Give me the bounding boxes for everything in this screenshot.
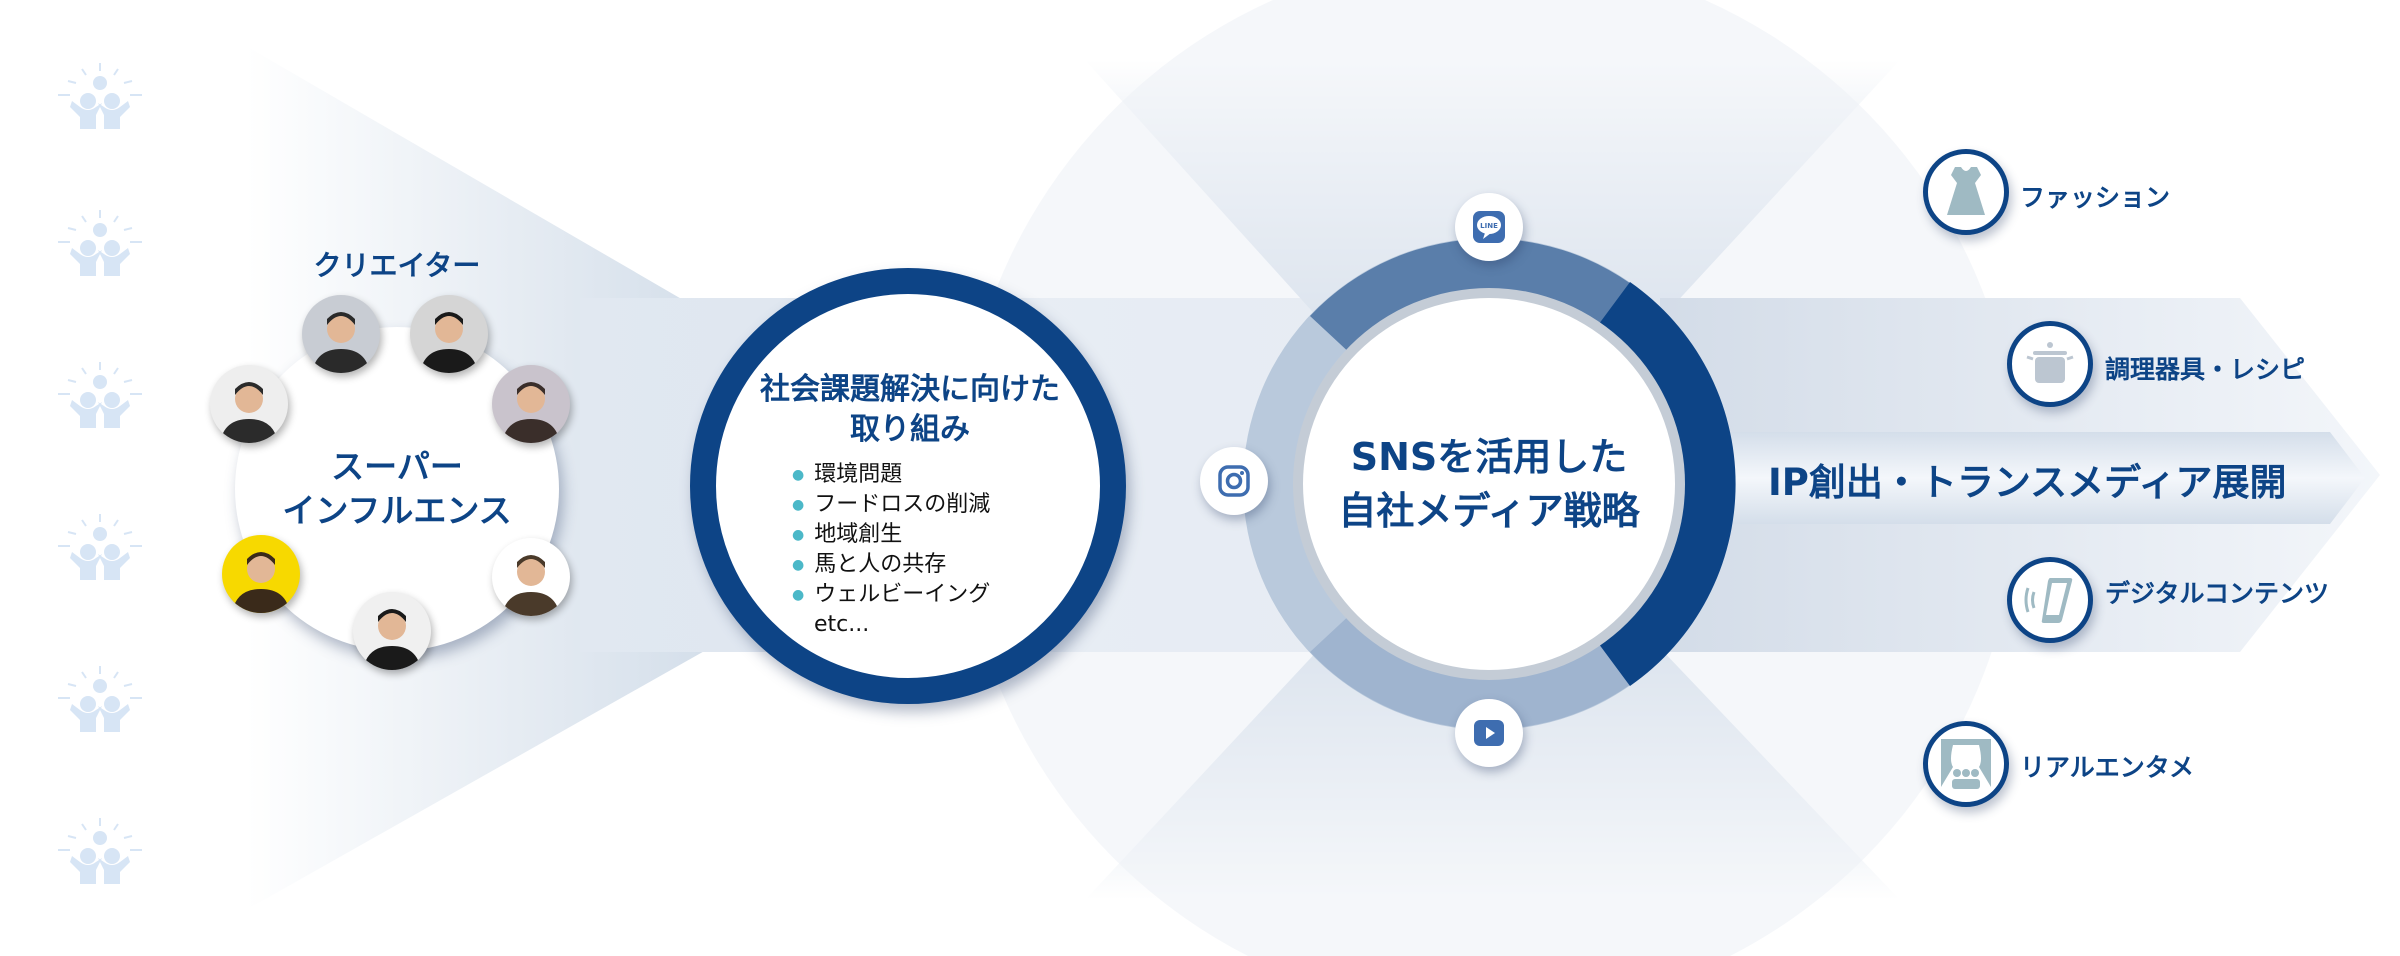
instagram-icon (1218, 465, 1250, 497)
creator-avatar (492, 538, 570, 616)
list-item: ●地域創生 (792, 522, 903, 547)
digital-icon-circle (2007, 557, 2093, 643)
people-cheering-icon (58, 514, 142, 584)
social-issues-title: 社会課題解決に向けた 取り組み (740, 370, 1080, 450)
chevron-inner (1660, 432, 2365, 524)
list-item: ●ウェルビーイング (792, 582, 991, 607)
dress-icon (1947, 167, 1985, 215)
sns-title-line1: SNSを活用した (1350, 435, 1628, 479)
creator-avatar (492, 365, 570, 443)
people-cheering-icon (58, 666, 142, 736)
line-icon: LINE (1473, 211, 1505, 243)
smartphone-icon (2024, 578, 2073, 623)
social-issues-list: ●環境問題 ●フードロスの削減 ●地域創生 ●馬と人の共存 ●ウェルビーイング … (792, 460, 990, 640)
pot-icon (2026, 342, 2074, 383)
creator-avatar (210, 365, 288, 443)
instagram-button[interactable] (1200, 447, 1268, 515)
theater-icon (1941, 739, 1991, 789)
sns-inner-circle (1303, 298, 1675, 670)
youtube-button[interactable] (1455, 699, 1523, 767)
social-title-line2: 取り組み (850, 412, 970, 447)
people-cheering-icon (58, 63, 142, 133)
cookware-label: 調理器具・レシピ (2105, 355, 2306, 384)
creator-avatar (222, 535, 300, 613)
influencer-title: スーパー インフルエンス (282, 445, 511, 533)
people-cheering-icon (58, 818, 142, 888)
youtube-icon (1474, 720, 1504, 746)
list-item: ●環境問題 (792, 462, 903, 487)
creator-avatar (353, 592, 431, 670)
social-title-line1: 社会課題解決に向けた (760, 372, 1060, 407)
fashion-label: ファッション (2020, 183, 2171, 212)
cookware-icon-circle (2007, 321, 2093, 407)
sns-title: SNSを活用した 自社メディア戦略 (1338, 430, 1639, 538)
creator-label: クリエイター (313, 249, 481, 282)
people-cheering-icon (58, 210, 142, 280)
fashion-icon-circle (1923, 149, 2009, 235)
creator-avatar (302, 295, 380, 373)
entertainment-icon-circle (1923, 721, 2009, 807)
line-button[interactable]: LINE (1455, 193, 1523, 261)
list-item: ●馬と人の共存 (792, 552, 947, 577)
list-item-etc: etc... (814, 612, 870, 637)
list-item: ●フードロスの削減 (792, 492, 991, 517)
svg-text:LINE: LINE (1480, 222, 1498, 230)
entertainment-label: リアルエンタメ (2020, 753, 2195, 782)
influencer-title-line2: インフルエンス (282, 491, 512, 530)
sns-title-line2: 自社メディア戦略 (1338, 489, 1640, 533)
creator-avatar (410, 295, 488, 373)
people-cheering-icon (58, 362, 142, 432)
digital-label: デジタルコンテンツ (2105, 579, 2330, 608)
ip-title: IP創出・トランスメディア展開 (1768, 461, 2287, 504)
influencer-title-line1: スーパー (331, 447, 463, 486)
